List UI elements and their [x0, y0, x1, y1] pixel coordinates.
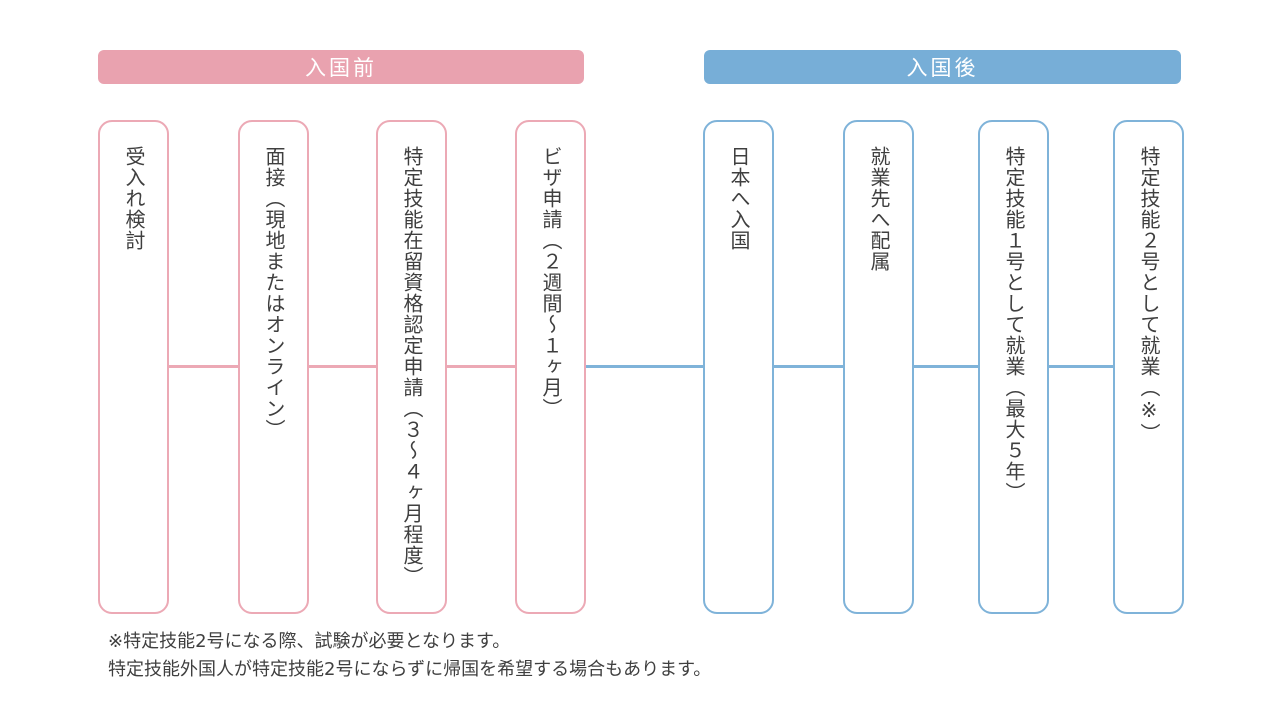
- section-header-before-label: 入国前: [305, 56, 377, 80]
- step-box-ssw2-employment: 特定技能２号として就業（※）: [1113, 120, 1184, 614]
- connector-line: [584, 365, 705, 368]
- step-label: 就業先へ配属: [867, 146, 891, 272]
- step-label: 面接（現地またはオンライン）: [262, 146, 286, 440]
- connector-line: [1047, 365, 1115, 368]
- step-label: 受入れ検討: [122, 146, 146, 251]
- step-label: 特定技能２号として就業（※）: [1137, 146, 1161, 444]
- connector-line: [912, 365, 980, 368]
- footnote: ※特定技能2号になる際、試験が必要となります。 特定技能外国人が特定技能2号にな…: [108, 628, 711, 684]
- step-box-ssw1-employment: 特定技能１号として就業（最大５年）: [978, 120, 1049, 614]
- step-label: 日本へ入国: [727, 146, 751, 251]
- footnote-line-2: 特定技能外国人が特定技能2号にならずに帰国を希望する場合もあります。: [108, 659, 712, 680]
- footnote-line-1: ※特定技能2号になる際、試験が必要となります。: [108, 631, 511, 652]
- connector-line: [445, 365, 517, 368]
- connector-line: [167, 365, 240, 368]
- section-header-before-entry: 入国前: [98, 50, 584, 84]
- section-header-after-entry: 入国後: [704, 50, 1181, 84]
- step-box-interview: 面接（現地またはオンライン）: [238, 120, 309, 614]
- connector-line: [772, 365, 845, 368]
- step-box-visa-application: ビザ申請（２週間～１ヶ月）: [515, 120, 586, 614]
- step-label: 特定技能１号として就業（最大５年）: [1002, 146, 1026, 503]
- step-box-acceptance-review: 受入れ検討: [98, 120, 169, 614]
- connector-line: [307, 365, 378, 368]
- step-box-workplace-assignment: 就業先へ配属: [843, 120, 914, 614]
- step-box-enter-japan: 日本へ入国: [703, 120, 774, 614]
- step-label: ビザ申請（２週間～１ヶ月）: [539, 146, 563, 419]
- section-header-after-label: 入国後: [906, 56, 979, 80]
- step-label: 特定技能在留資格認定申請（３～４ヶ月程度）: [400, 146, 424, 587]
- step-box-residence-status-application: 特定技能在留資格認定申請（３～４ヶ月程度）: [376, 120, 447, 614]
